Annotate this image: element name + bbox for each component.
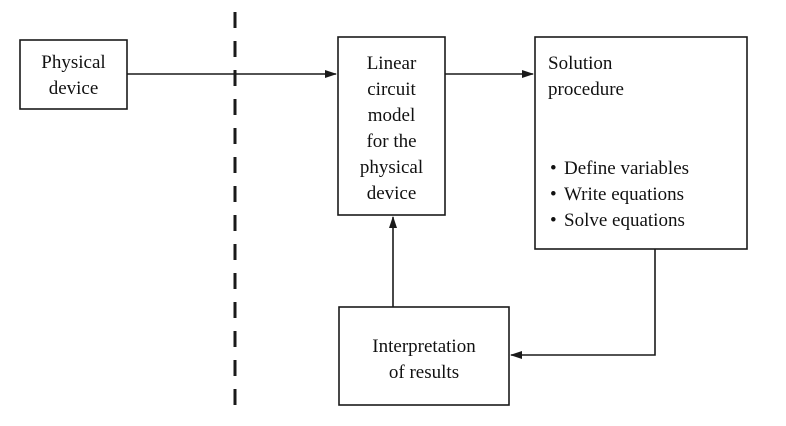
solution-step-text: Define variables [564,158,690,179]
interpretation-box [338,306,510,406]
solution-step-text: Write equations [564,184,685,205]
solution-title-line-2: procedure [548,79,624,100]
solution-step: Write equations [550,182,740,208]
physical-device-line-1: Physical [41,52,106,73]
physical-device-box [19,39,128,110]
linear-model-line-4: for the [366,131,417,152]
linear-model-line-3: model [367,105,416,126]
solution-step: Solve equations [550,208,740,234]
interpretation-label: Interpretation of results [339,334,509,386]
arrow-solution-to-interpretation [510,249,656,359]
solution-step: Define variables [550,156,740,182]
physical-device-label: Physical device [20,50,127,102]
solution-step-text: Solve equations [564,210,685,231]
linear-model-line-2: circuit [367,79,416,100]
linear-model-box [337,36,446,216]
solution-procedure-title: Solution procedure [548,51,738,103]
linear-model-label: Linear circuit model for the physical de… [338,51,445,207]
linear-model-line-1: Linear [366,53,417,74]
linear-model-line-6: device [366,183,417,204]
interpretation-line-2: of results [388,362,460,383]
physical-device-line-2: device [48,78,99,99]
interpretation-line-1: Interpretation [372,336,476,357]
linear-model-line-5: physical [359,157,424,178]
solution-steps-list: Define variables Write equations Solve e… [550,156,740,234]
solution-title-line-1: Solution [548,53,613,74]
